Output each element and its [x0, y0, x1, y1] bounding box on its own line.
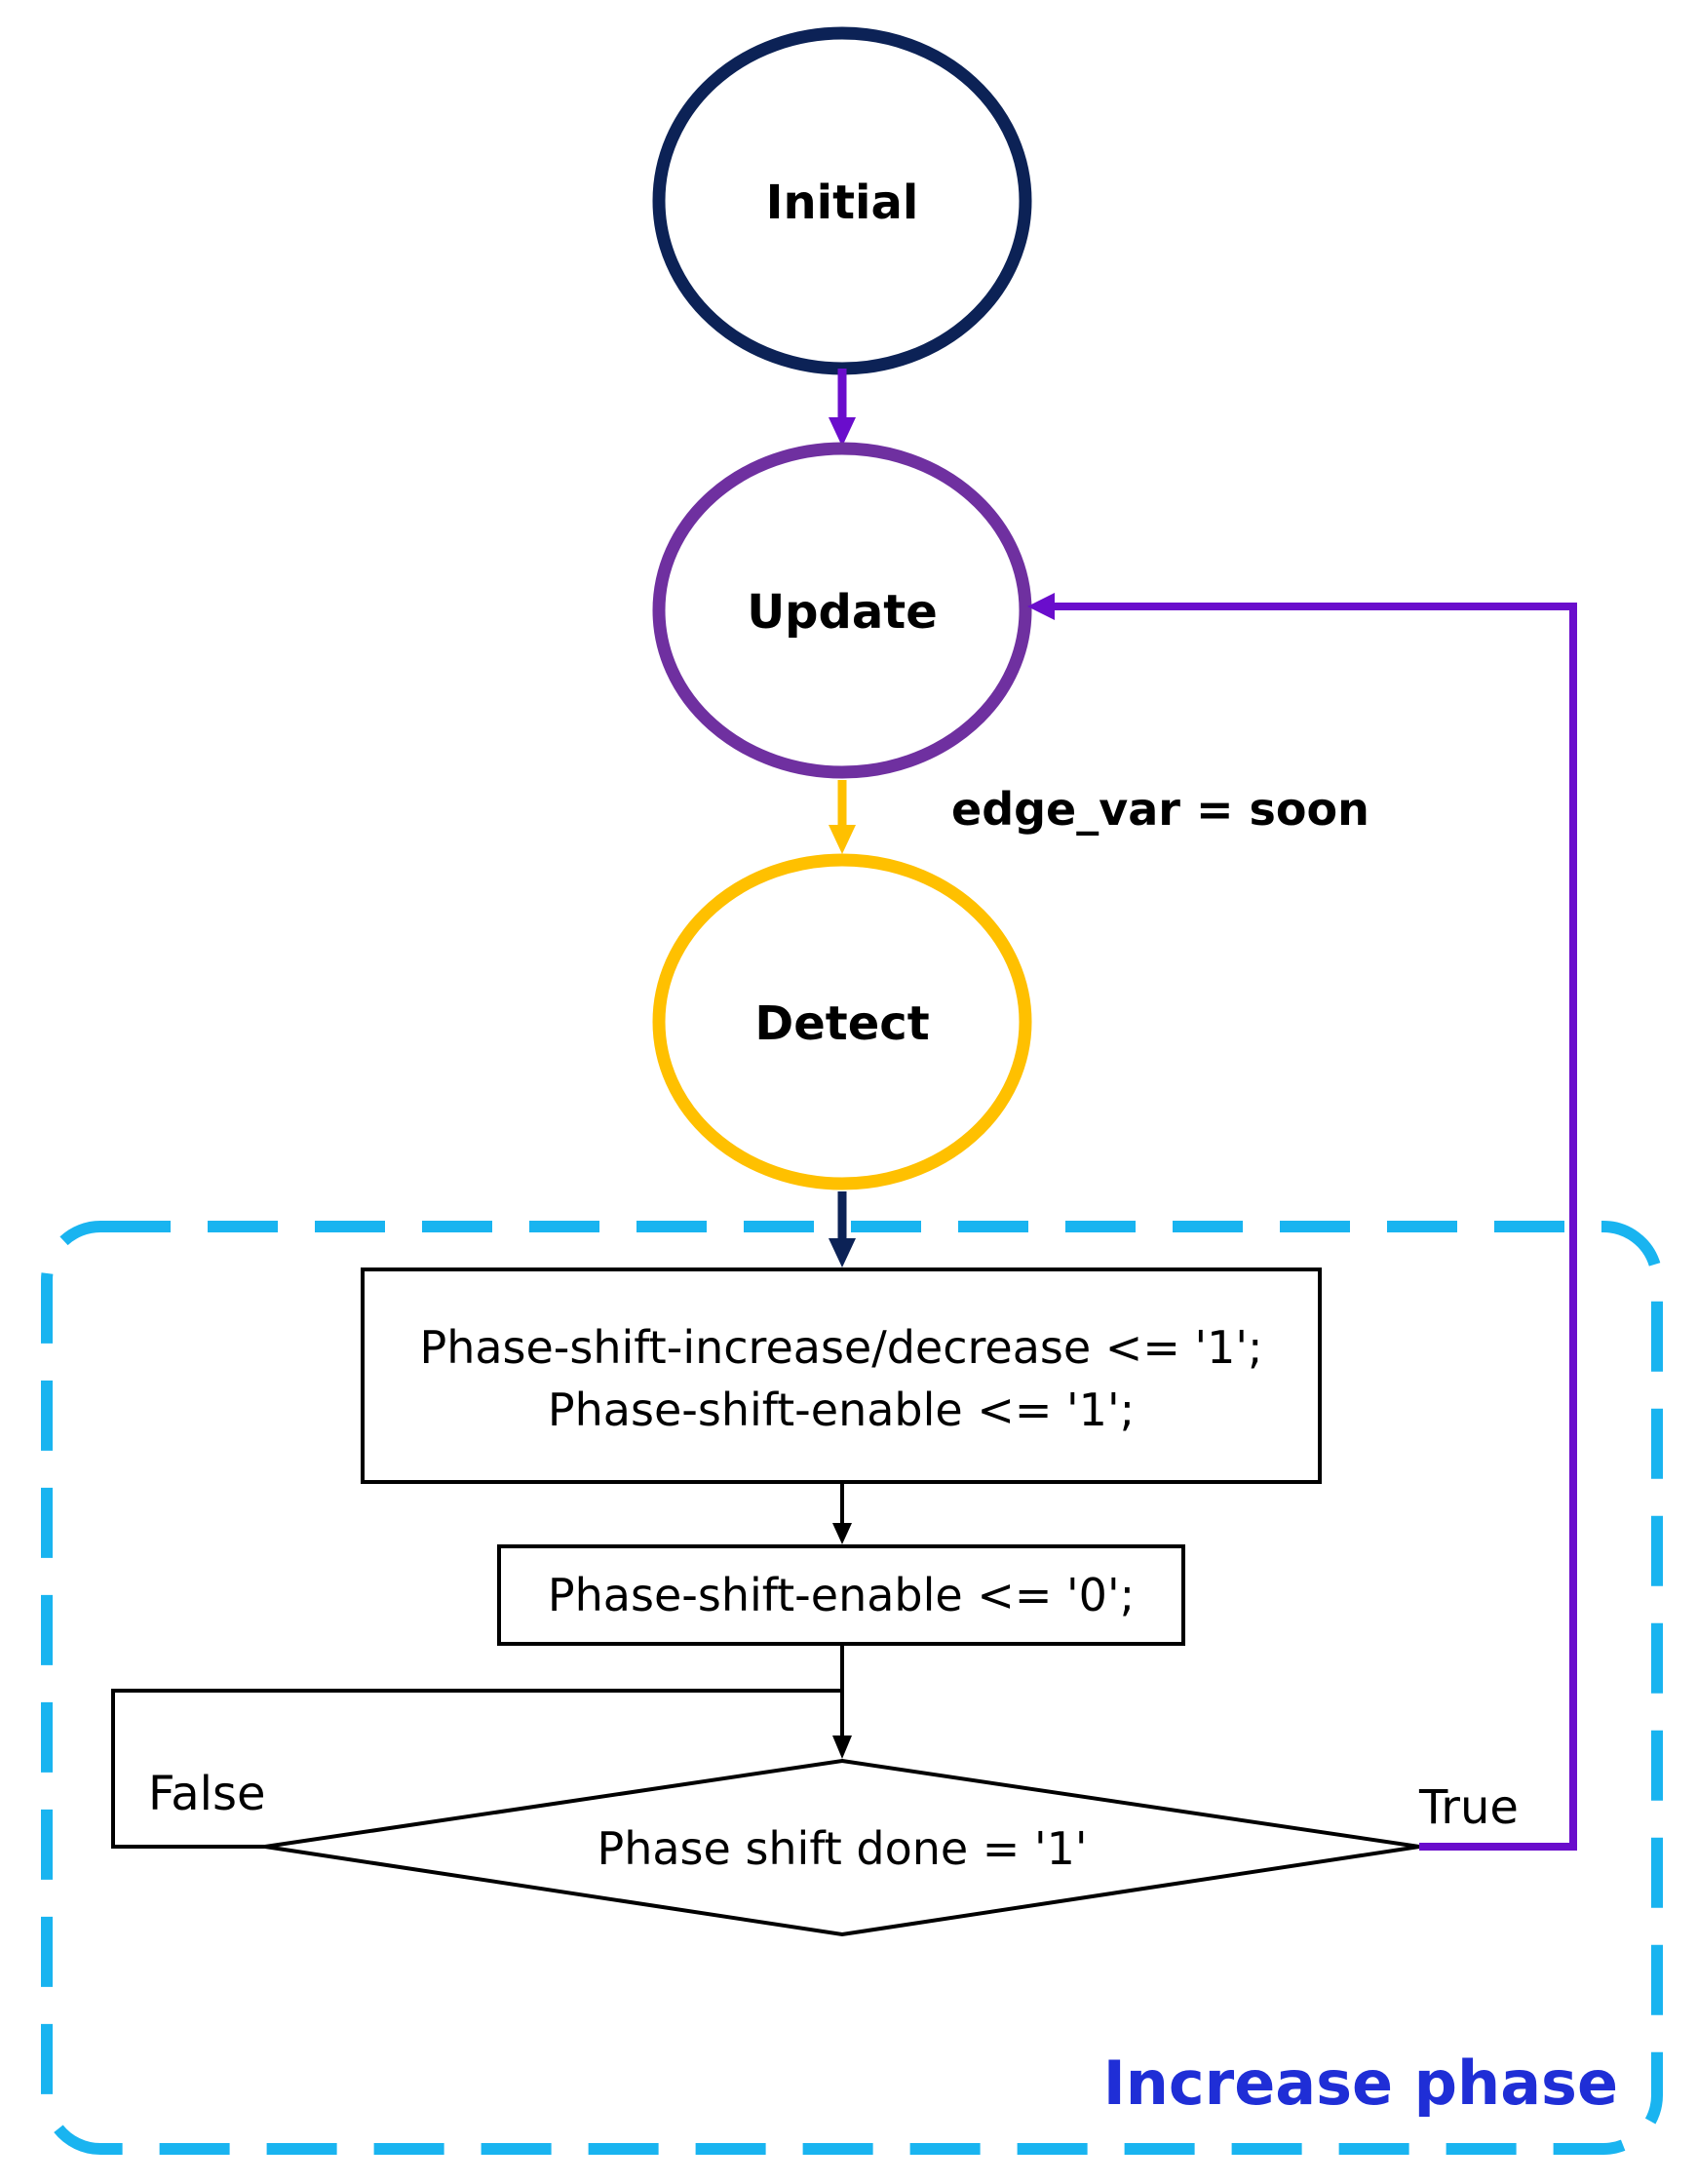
phase-shift-set-line1: Phase-shift-increase/decrease <= '1'; [419, 1321, 1262, 1374]
detect-to-box1-arrowhead [829, 1238, 856, 1268]
detect-state-label: Detect [754, 996, 929, 1051]
phase-shift-set-line2: Phase-shift-enable <= '1'; [548, 1384, 1135, 1436]
false-branch-label: False [148, 1767, 266, 1821]
phase-shift-disable-box [497, 1544, 1185, 1646]
phase-shift-done-decision [264, 1758, 1420, 1937]
box1-to-box2-arrowhead [832, 1523, 852, 1544]
true-loop-line [1053, 603, 1577, 1851]
update-to-detect-arrowhead [829, 825, 856, 854]
update-state-label: Update [747, 585, 938, 640]
true-loop-arrowhead [1027, 593, 1055, 620]
group-title: Increase phase [1103, 2048, 1618, 2119]
phase-shift-set-box [361, 1268, 1322, 1484]
edge-var-condition: edge_var = soon [951, 783, 1369, 836]
box2-to-decision-arrowhead [832, 1736, 852, 1759]
false-loop-line [111, 1689, 842, 1849]
phase-shift-disable-label: Phase-shift-enable <= '0'; [548, 1569, 1135, 1621]
phase-shift-done-label: Phase shift done = '1' [597, 1822, 1087, 1875]
increase-phase-group [41, 1221, 1663, 2155]
initial-to-update-arrowhead [829, 417, 856, 447]
update-state-circle [652, 442, 1032, 779]
true-branch-label: True [1418, 1780, 1519, 1835]
detect-state-circle [652, 853, 1032, 1190]
initial-state-label: Initial [766, 176, 919, 230]
